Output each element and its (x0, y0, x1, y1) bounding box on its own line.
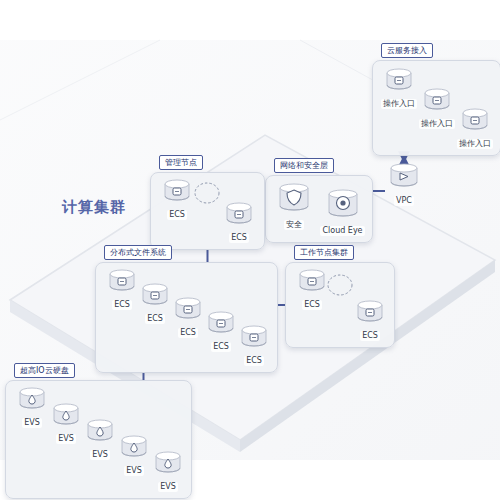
node-label: VPC (394, 196, 414, 206)
connector-line (207, 250, 209, 262)
node-label: ECS (145, 314, 165, 324)
node-label: Cloud Eye (320, 226, 364, 236)
node-label: ECS (178, 328, 198, 338)
connector-line (143, 373, 145, 380)
node-label: EVS (158, 482, 178, 492)
vpc-icon (387, 162, 421, 188)
group-panel: 超高IO云硬盘EVSEVSEVSEVSEVS (5, 380, 192, 499)
group-heading: 管理节点 (159, 155, 203, 170)
service-node: 操作入口 (417, 87, 457, 130)
service-node: ECS (159, 178, 195, 221)
service-node: EVS (116, 434, 152, 477)
service-node: Cloud Eye (318, 188, 367, 237)
ecs-icon (296, 268, 328, 292)
evs-icon (84, 418, 116, 442)
node-label: ECS (167, 210, 187, 220)
node-label: EVS (90, 450, 110, 460)
ecs-icon (354, 299, 386, 323)
group-heading: 工作节点集群 (294, 245, 354, 260)
node-label: ECS (112, 300, 132, 310)
cluster-label: 计算集群 (62, 198, 126, 217)
group-panel: 工作节点集群ECSECS (285, 262, 395, 348)
node-label: EVS (56, 434, 76, 444)
node-label: 操作入口 (457, 139, 493, 149)
service-node: EVS (14, 386, 50, 429)
group-heading: 网络和安全层 (274, 158, 334, 173)
evs-icon (50, 402, 82, 426)
service-node: 操作入口 (455, 107, 495, 150)
service-node: ECS (170, 296, 206, 339)
group-heading: 云服务接入 (381, 43, 433, 58)
group-heading: 分布式文件系统 (104, 245, 172, 260)
node-label: 安全 (284, 220, 304, 230)
group-panel: 网络和安全层安全Cloud Eye (265, 175, 373, 243)
service-node: 操作入口 (379, 67, 419, 110)
connector-line (373, 190, 385, 192)
connector-line (278, 304, 285, 306)
ecs-icon (172, 296, 204, 320)
evs-icon (16, 386, 48, 410)
service-node: EVS (82, 418, 118, 461)
ecs-icon (223, 201, 255, 225)
node-label: ECS (229, 233, 249, 243)
ecs-icon (139, 282, 171, 306)
node-label: 操作入口 (381, 99, 417, 109)
evs-icon (118, 434, 150, 458)
node-label: EVS (22, 418, 42, 428)
service-node: ECS (236, 324, 272, 367)
group-panel: 管理节点ECSECS (150, 172, 265, 250)
service-node: ECS (352, 299, 388, 342)
placeholder-circle (326, 273, 354, 297)
service-node: 安全 (274, 182, 314, 231)
node-label: ECS (360, 331, 380, 341)
eye-icon (325, 188, 361, 218)
ecs-icon (106, 268, 138, 292)
placeholder-circle (193, 181, 221, 205)
service-node: EVS (48, 402, 84, 445)
node-label: 操作入口 (419, 119, 455, 129)
node-label: EVS (124, 466, 144, 476)
service-node: ECS (137, 282, 173, 325)
service-node: ECS (104, 268, 140, 311)
node-label: ECS (302, 300, 322, 310)
cyl-icon (383, 67, 415, 91)
ecs-icon (161, 178, 193, 202)
ecs-icon (238, 324, 270, 348)
evs-icon (152, 450, 184, 474)
service-node: VPC (385, 162, 423, 207)
service-node: ECS (203, 310, 239, 353)
service-node: EVS (150, 450, 186, 493)
group-panel: 云服务接入操作入口操作入口操作入口 (372, 60, 500, 156)
service-node: ECS (221, 201, 257, 244)
service-node: ECS (294, 268, 330, 311)
cyl-icon (459, 107, 491, 131)
group-heading: 超高IO云硬盘 (14, 363, 75, 378)
node-label: ECS (244, 356, 264, 366)
ecs-icon (205, 310, 237, 334)
group-panel: 分布式文件系统ECSECSECSECSECS (95, 262, 278, 373)
connector-line (403, 156, 405, 162)
node-label: ECS (211, 342, 231, 352)
shield-icon (276, 182, 312, 212)
cyl-icon (421, 87, 453, 111)
